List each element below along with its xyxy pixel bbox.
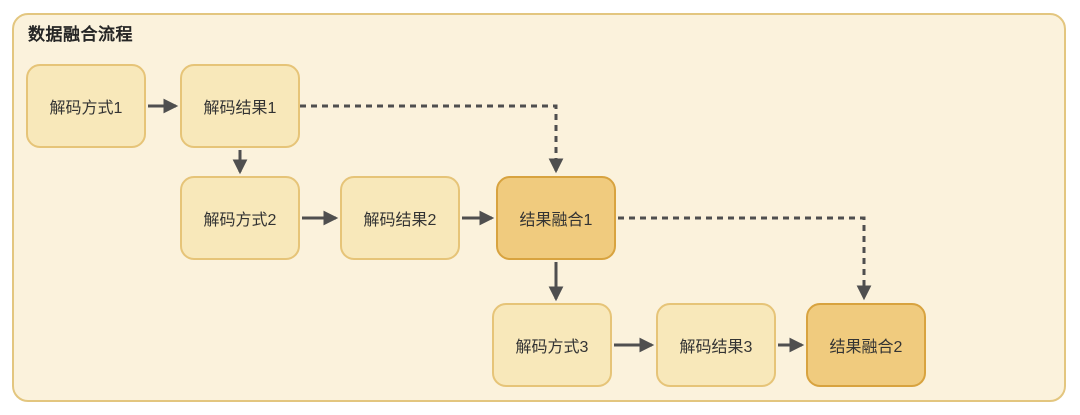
node-decode-result-1: 解码结果1 <box>180 64 300 148</box>
node-result-fusion-1: 结果融合1 <box>496 176 616 260</box>
node-decode-method-3: 解码方式3 <box>492 303 612 387</box>
diagram-title: 数据融合流程 <box>28 25 133 44</box>
node-result-fusion-2: 结果融合2 <box>806 303 926 387</box>
node-label: 解码方式2 <box>203 212 277 229</box>
node-label: 解码结果3 <box>679 339 753 356</box>
node-label: 解码结果2 <box>363 212 437 229</box>
node-decode-result-3: 解码结果3 <box>656 303 776 387</box>
node-label: 解码方式1 <box>49 100 123 117</box>
node-decode-method-2: 解码方式2 <box>180 176 300 260</box>
node-label: 解码方式3 <box>515 339 589 356</box>
node-decode-result-2: 解码结果2 <box>340 176 460 260</box>
node-decode-method-1: 解码方式1 <box>26 64 146 148</box>
node-label: 结果融合1 <box>519 212 593 229</box>
node-label: 结果融合2 <box>829 339 903 356</box>
node-label: 解码结果1 <box>203 100 277 117</box>
